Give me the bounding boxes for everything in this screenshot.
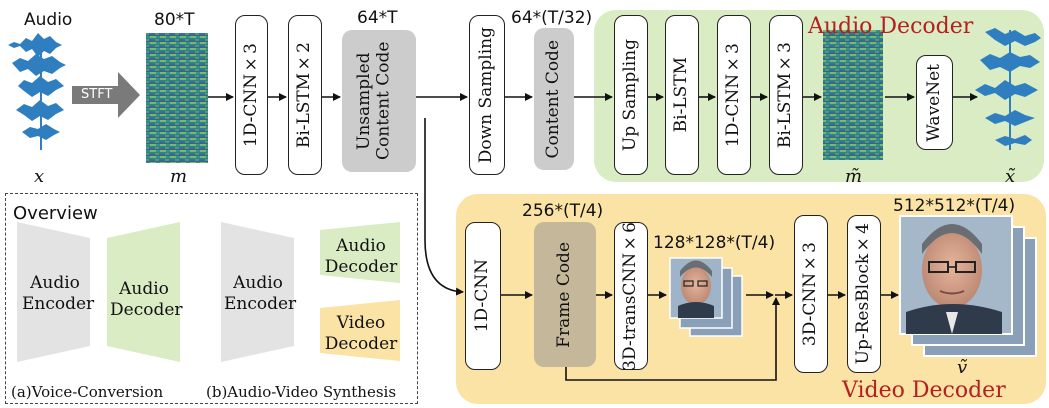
overview-box: [5, 193, 418, 404]
x-tilde-variable: x̃: [1005, 166, 1016, 187]
unsampled-code-label: Unsampled Content Code: [354, 41, 394, 161]
cnn3d-block: 3D-CNN×3: [794, 215, 828, 373]
ov-b-encoder-shape: [221, 222, 294, 362]
encoder-lstm-label: Bi-LSTM×2: [294, 41, 315, 149]
output-mel-spectrogram: [823, 30, 883, 160]
caption-a: (a)Voice-Conversion: [11, 383, 164, 401]
up-resblock-label: Up-ResBlock×4: [853, 223, 874, 365]
down-sampling-label: Down Sampling: [476, 26, 497, 164]
content-code-block: Content Code: [534, 28, 574, 170]
x-variable: x: [34, 166, 45, 187]
trans-cnn-label: 3D-transCNN×6: [620, 221, 641, 371]
mel-spectrogram: [146, 33, 208, 163]
video-conv-block: 1D-CNN: [465, 222, 501, 370]
wavenet-label: WaveNet: [923, 63, 944, 142]
overview-title: Overview: [13, 203, 98, 224]
v-tilde-variable: ṽ: [957, 357, 968, 378]
ov-b-audio-decoder-shape: [320, 222, 400, 283]
input-waveform: [8, 33, 66, 150]
cnn3d-label: 3D-CNN×3: [800, 241, 821, 347]
frame-code-dim-label: 256*(T/4): [522, 201, 604, 221]
content-code-dim-label: 64*(T/32): [511, 8, 593, 28]
ov-a-encoder-shape: [17, 222, 90, 362]
stft-arrow: [72, 72, 140, 118]
stft-label: STFT: [81, 87, 113, 102]
video-decoder-title: Video Decoder: [842, 378, 1006, 403]
mid-dim-label: 128*128*(T/4): [653, 233, 776, 253]
m-tilde-variable: m̃: [845, 166, 863, 187]
m-variable: m: [170, 166, 188, 187]
frame-code-block: Frame Code: [534, 222, 596, 367]
up-sampling-block: Up Sampling: [614, 15, 648, 175]
ov-b-video-decoder-shape: [320, 300, 400, 361]
mel-dim-label: 80*T: [154, 10, 195, 30]
encoder-conv-block: 1D-CNN×3: [235, 15, 268, 175]
frame-code-label: Frame Code: [554, 241, 575, 348]
ov-a-decoder-shape: [107, 222, 180, 362]
caption-b: (b)Audio-Video Synthesis: [206, 383, 397, 401]
dec-lstm3-label: Bi-LSTM×3: [775, 41, 796, 149]
audio-label: Audio: [24, 10, 73, 30]
face-stack-512: [899, 215, 1037, 357]
trans-cnn-block: 3D-transCNN×6: [614, 222, 648, 370]
dec-conv-label: 1D-CNN×3: [723, 42, 744, 148]
dec-lstm3-block: Bi-LSTM×3: [769, 15, 803, 175]
dec-conv-block: 1D-CNN×3: [717, 15, 751, 175]
video-conv-label: 1D-CNN: [472, 259, 493, 333]
encoder-conv-label: 1D-CNN×3: [240, 42, 261, 148]
out-dim-label: 512*512*(T/4): [893, 196, 1016, 216]
unsampled-code-block: Unsampled Content Code: [342, 30, 416, 172]
dec-lstm-block: Bi-LSTM: [665, 15, 699, 175]
up-resblock-block: Up-ResBlock×4: [847, 215, 881, 373]
dec-lstm-label: Bi-LSTM: [671, 57, 692, 133]
down-sampling-block: Down Sampling: [469, 15, 505, 175]
output-waveform: [975, 28, 1041, 150]
face-stack-128: [669, 257, 743, 337]
up-sampling-label: Up Sampling: [620, 38, 641, 152]
audio-decoder-title: Audio Decoder: [808, 14, 974, 39]
content-code-label: Content Code: [543, 39, 564, 159]
code-dim-label: 64*T: [357, 8, 398, 28]
encoder-lstm-block: Bi-LSTM×2: [288, 15, 322, 175]
wavenet-block: WaveNet: [916, 55, 953, 150]
